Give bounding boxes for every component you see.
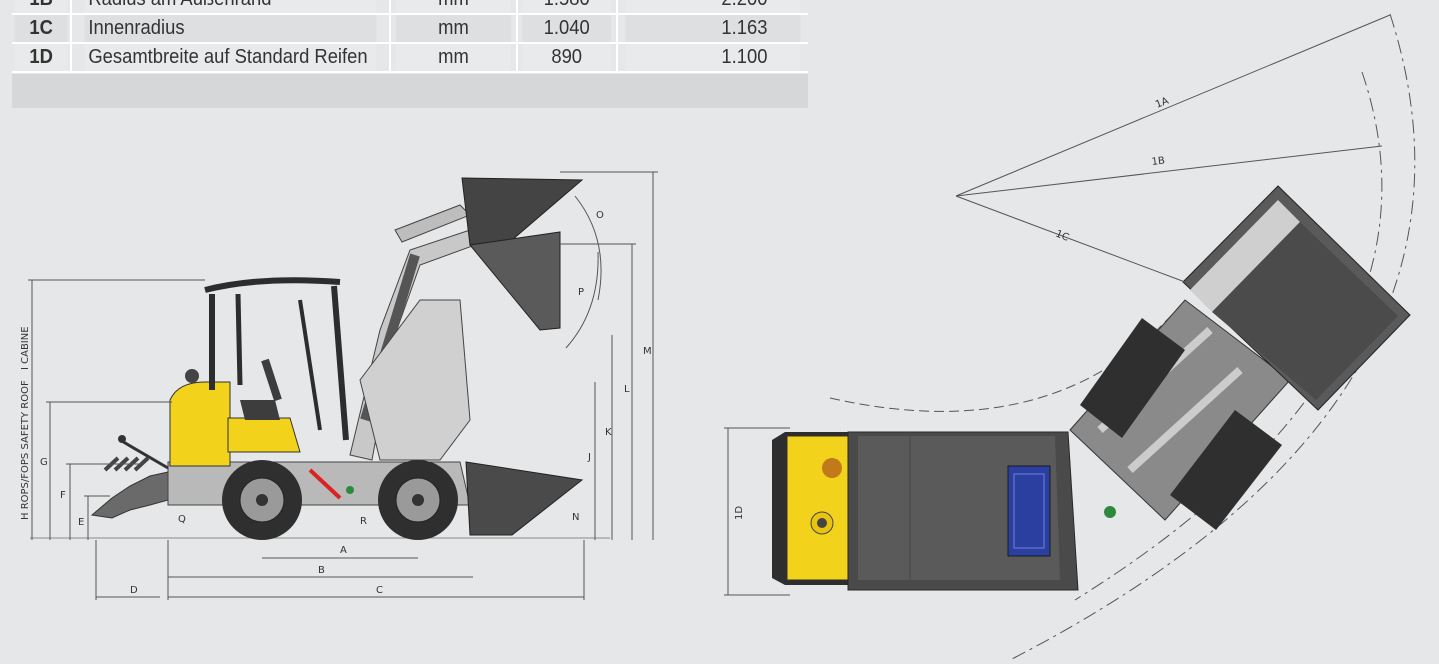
row-value-1: 1.040 bbox=[521, 14, 614, 44]
dim-label-C: C bbox=[376, 585, 383, 596]
dim-label-L: L bbox=[624, 384, 630, 395]
row-value-2: 1.163 bbox=[624, 14, 801, 44]
row-unit: mm bbox=[395, 43, 514, 73]
dim-label-I: I CABINE bbox=[20, 326, 31, 370]
row-value-1: 1.580 bbox=[521, 0, 614, 15]
dim-label-G: G bbox=[40, 457, 48, 468]
dim-label-H: H ROPS/FOPS SAFETY ROOF bbox=[20, 380, 31, 520]
side-view-labels: A B C D E F G H ROPS/FOPS SAFETY ROOF I … bbox=[20, 210, 652, 596]
top-view-loader bbox=[772, 13, 1416, 661]
dim-label-A: A bbox=[340, 545, 347, 556]
top-view-dimensions bbox=[724, 14, 1391, 596]
row-id: 1B bbox=[14, 0, 70, 15]
dim-label-F: F bbox=[60, 490, 66, 501]
dim-label-1D: 1D bbox=[734, 506, 745, 520]
row-id: 1C bbox=[14, 14, 70, 44]
row-name: Gesamtbreite auf Standard Reifen bbox=[83, 43, 379, 73]
row-unit: mm bbox=[395, 0, 514, 15]
side-view-dimensions bbox=[28, 171, 658, 600]
dim-label-1C: 1C bbox=[1054, 229, 1071, 244]
dim-label-B: B bbox=[318, 565, 325, 576]
dim-label-1B: 1B bbox=[1151, 155, 1166, 168]
table-row: 1C Innenradius mm 1.040 1.163 bbox=[12, 14, 808, 44]
dim-label-J: J bbox=[587, 452, 591, 463]
row-unit: mm bbox=[395, 14, 514, 44]
table-footer bbox=[12, 74, 808, 108]
row-value-2: 2.200 bbox=[624, 0, 801, 15]
dim-label-R: R bbox=[360, 516, 367, 527]
row-id: 1D bbox=[14, 43, 70, 73]
side-view-loader bbox=[30, 177, 610, 540]
row-name: Innenradius bbox=[83, 14, 379, 44]
dim-label-K: K bbox=[605, 427, 612, 438]
table-row: 1B Radius am Außenrand mm 1.580 2.200 bbox=[12, 0, 808, 15]
row-name: Radius am Außenrand bbox=[83, 0, 379, 15]
dim-label-O: O bbox=[596, 210, 604, 221]
dim-label-Q: Q bbox=[178, 514, 186, 525]
dim-label-D: D bbox=[130, 585, 138, 596]
dim-label-N: N bbox=[572, 512, 579, 523]
top-view-labels: 1A 1B 1C 1D bbox=[734, 96, 1171, 520]
row-value-1: 890 bbox=[521, 43, 614, 73]
spec-table: 1B Radius am Außenrand mm 1.580 2.200 1C… bbox=[12, 0, 808, 73]
dim-label-M: M bbox=[643, 346, 652, 357]
dim-label-E: E bbox=[78, 517, 84, 528]
dim-label-P: P bbox=[578, 287, 584, 298]
table-row: 1D Gesamtbreite auf Standard Reifen mm 8… bbox=[12, 43, 808, 73]
row-value-2: 1.100 bbox=[624, 43, 801, 73]
dim-label-1A: 1A bbox=[1154, 96, 1171, 111]
